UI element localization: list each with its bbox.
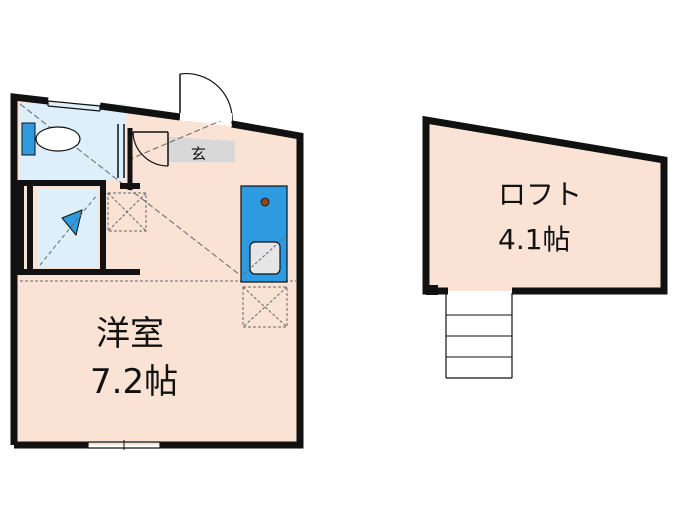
shower-icon xyxy=(39,194,98,266)
toilet-door xyxy=(132,131,169,167)
loft-floor xyxy=(426,120,664,291)
kitchen-counter xyxy=(240,185,288,283)
entrance-door xyxy=(179,72,233,125)
loft-post xyxy=(426,285,438,295)
entrance-floor xyxy=(168,137,235,162)
top-window xyxy=(47,100,101,112)
left-wall-block xyxy=(14,183,24,275)
fridge-space xyxy=(242,286,288,328)
shower-door xyxy=(117,124,125,178)
loft-unit: ロフト 4.1帖 xyxy=(422,115,668,379)
room-name: 洋室 xyxy=(96,314,164,354)
outer-walls xyxy=(10,93,304,449)
loft-name: ロフト xyxy=(498,178,582,211)
room-size: 7.2帖 xyxy=(90,362,178,402)
ladder-icon xyxy=(445,293,513,379)
sink-icon xyxy=(249,241,281,275)
toilet-icon xyxy=(21,122,81,156)
bottom-window xyxy=(87,440,161,450)
shower-floor xyxy=(38,189,98,267)
entrance-label: 玄 xyxy=(191,145,206,163)
main-unit: 玄 洋室 7.2帖 xyxy=(10,72,304,450)
storage-diagonal-2 xyxy=(127,115,233,161)
loft-size: 4.1帖 xyxy=(498,223,571,256)
closet-box xyxy=(107,192,147,232)
